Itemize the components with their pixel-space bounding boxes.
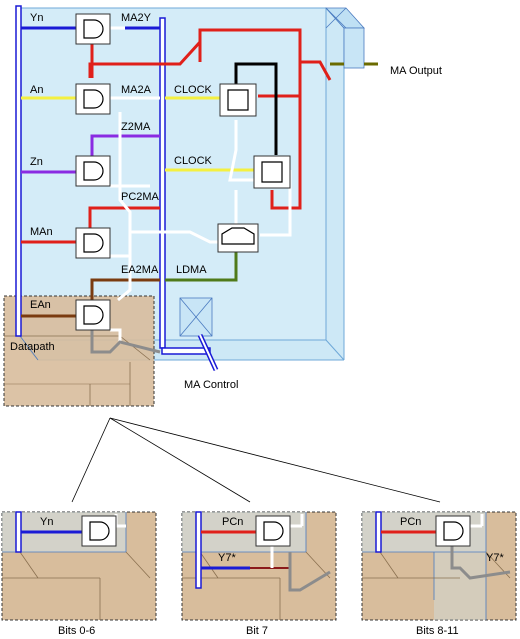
ma-control-box bbox=[179, 297, 213, 337]
label-man: MAn bbox=[30, 226, 53, 238]
detail3-extra-label: Y7* bbox=[486, 552, 504, 564]
label-clock-top: CLOCK bbox=[174, 84, 213, 96]
caption-bits-8-11: Bits 8-11 bbox=[416, 625, 459, 637]
label-yn: Yn bbox=[30, 12, 43, 24]
detail2-extra-label: Y7* bbox=[218, 552, 236, 564]
latch-mid bbox=[253, 155, 291, 189]
detail-panel-bit-7: PCn Y7* bbox=[181, 511, 337, 621]
label-an: An bbox=[30, 84, 43, 96]
label-z2ma: Z2MA bbox=[121, 121, 151, 133]
label-clock-mid: CLOCK bbox=[174, 155, 213, 167]
latch-load bbox=[217, 223, 259, 253]
label-datapath: Datapath bbox=[10, 341, 55, 353]
and-gate-yn bbox=[75, 13, 111, 45]
left-bus bbox=[15, 5, 22, 337]
latch-top bbox=[219, 83, 257, 117]
label-ea2ma: EA2MA bbox=[121, 264, 159, 276]
label-pc2ma: PC2MA bbox=[121, 191, 160, 203]
detail-panel-bits-8-11: PCn Y7* bbox=[361, 511, 517, 621]
detail2-input-label: PCn bbox=[222, 516, 243, 528]
label-ma-output: MA Output bbox=[390, 65, 442, 77]
detail1-input-label: Yn bbox=[40, 516, 53, 528]
wires bbox=[21, 20, 378, 354]
label-ean: EAn bbox=[30, 299, 51, 311]
datapath-box bbox=[3, 295, 155, 407]
label-ma2y: MA2Y bbox=[121, 12, 152, 24]
detail3-input-label: PCn bbox=[400, 516, 421, 528]
label-ldma: LDMA bbox=[176, 264, 207, 276]
detail-panel-bits-0-6: Yn bbox=[1, 511, 157, 621]
caption-bits-0-6: Bits 0-6 bbox=[58, 625, 95, 637]
caption-bit-7: Bit 7 bbox=[246, 625, 268, 637]
label-ma2a: MA2A bbox=[121, 84, 152, 96]
and-gate-ean bbox=[75, 299, 111, 331]
and-gate-an bbox=[75, 83, 111, 115]
control-bus bbox=[159, 17, 166, 349]
and-gate-man bbox=[75, 227, 111, 259]
zoom-lines bbox=[71, 417, 441, 503]
label-ma-control: MA Control bbox=[184, 379, 238, 391]
label-zn: Zn bbox=[30, 156, 43, 168]
and-gate-zn bbox=[75, 155, 111, 187]
